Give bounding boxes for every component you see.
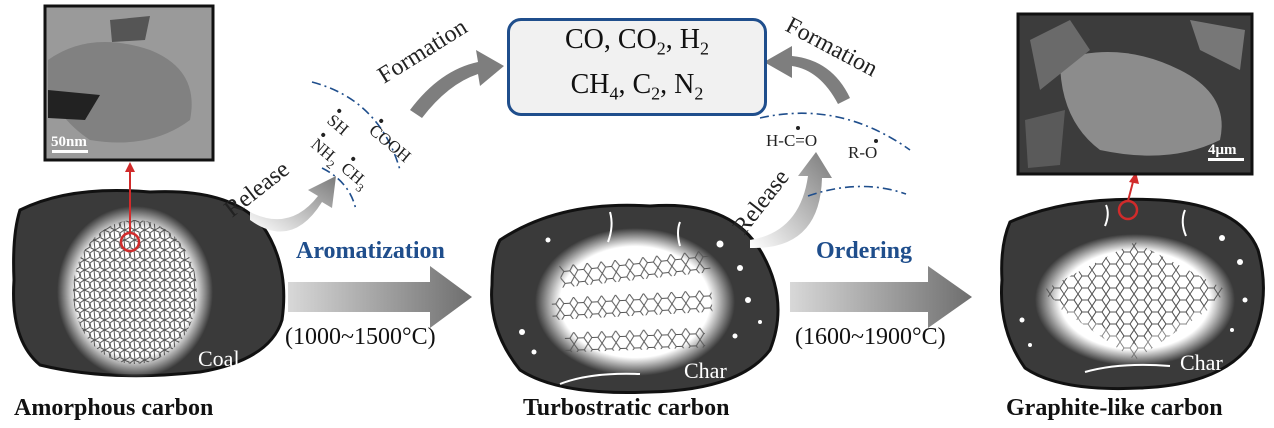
ordering-arrow [790, 266, 972, 328]
caption-amorphous: Amorphous carbon [14, 395, 214, 421]
caption-graphite: Graphite-like carbon [1006, 395, 1223, 421]
right-arc-inner [807, 185, 907, 197]
radical-hco-text: H-C=O [766, 131, 817, 150]
left-arc-outer [311, 81, 401, 171]
radical-ro-text: R-O [848, 143, 877, 162]
aromatization-arrow [288, 266, 472, 328]
radical-ch3: CH3 [335, 156, 372, 196]
svg-text:CH3: CH3 [335, 159, 372, 196]
coal-particle [12, 162, 286, 378]
step1-temp: (1000~1500°C) [285, 324, 436, 350]
left-formation-arrow [410, 50, 504, 118]
tem-scale-label: 50nm [51, 134, 87, 150]
char2-inner-label: Char [1180, 350, 1223, 375]
step2-temp: (1600~1900°C) [795, 324, 946, 350]
gas-line-2: CH4, C2, N2 [570, 69, 704, 104]
char-particle-turbostratic [490, 203, 780, 394]
radical-ro: R-O [848, 139, 878, 162]
sem-micrograph [1016, 12, 1254, 176]
step1-name: Aromatization [296, 238, 445, 264]
char-particle-graphite [1000, 172, 1265, 391]
char1-inner-label: Char [684, 358, 727, 383]
left-release-label: Release [220, 156, 295, 222]
radical-sh-text: SH [323, 111, 352, 140]
radical-cooh: COOH [365, 118, 415, 167]
svg-text:NH2: NH2 [305, 135, 343, 172]
right-formation-arrow [764, 46, 850, 104]
right-release-arrow [750, 152, 832, 249]
gas-products-box: CO, CO2, H2 CH4, C2, N2 [507, 18, 767, 116]
caption-turbostratic: Turbostratic carbon [523, 395, 730, 421]
coal-inner-label: Coal [198, 346, 240, 371]
gas-line-1: CO, CO2, H2 [564, 24, 710, 59]
radical-cooh-text: COOH [365, 121, 414, 167]
right-arc-outer [759, 112, 911, 151]
left-arc-inner [321, 167, 357, 211]
radical-hco: H-C=O [766, 126, 817, 150]
right-formation-label: Formation [781, 12, 882, 82]
sem-scale-label: 4μm [1208, 142, 1237, 158]
left-release-arrow [250, 176, 336, 232]
tem-micrograph [43, 4, 215, 162]
radical-sh: SH [323, 108, 352, 140]
step2-name: Ordering [816, 238, 912, 264]
